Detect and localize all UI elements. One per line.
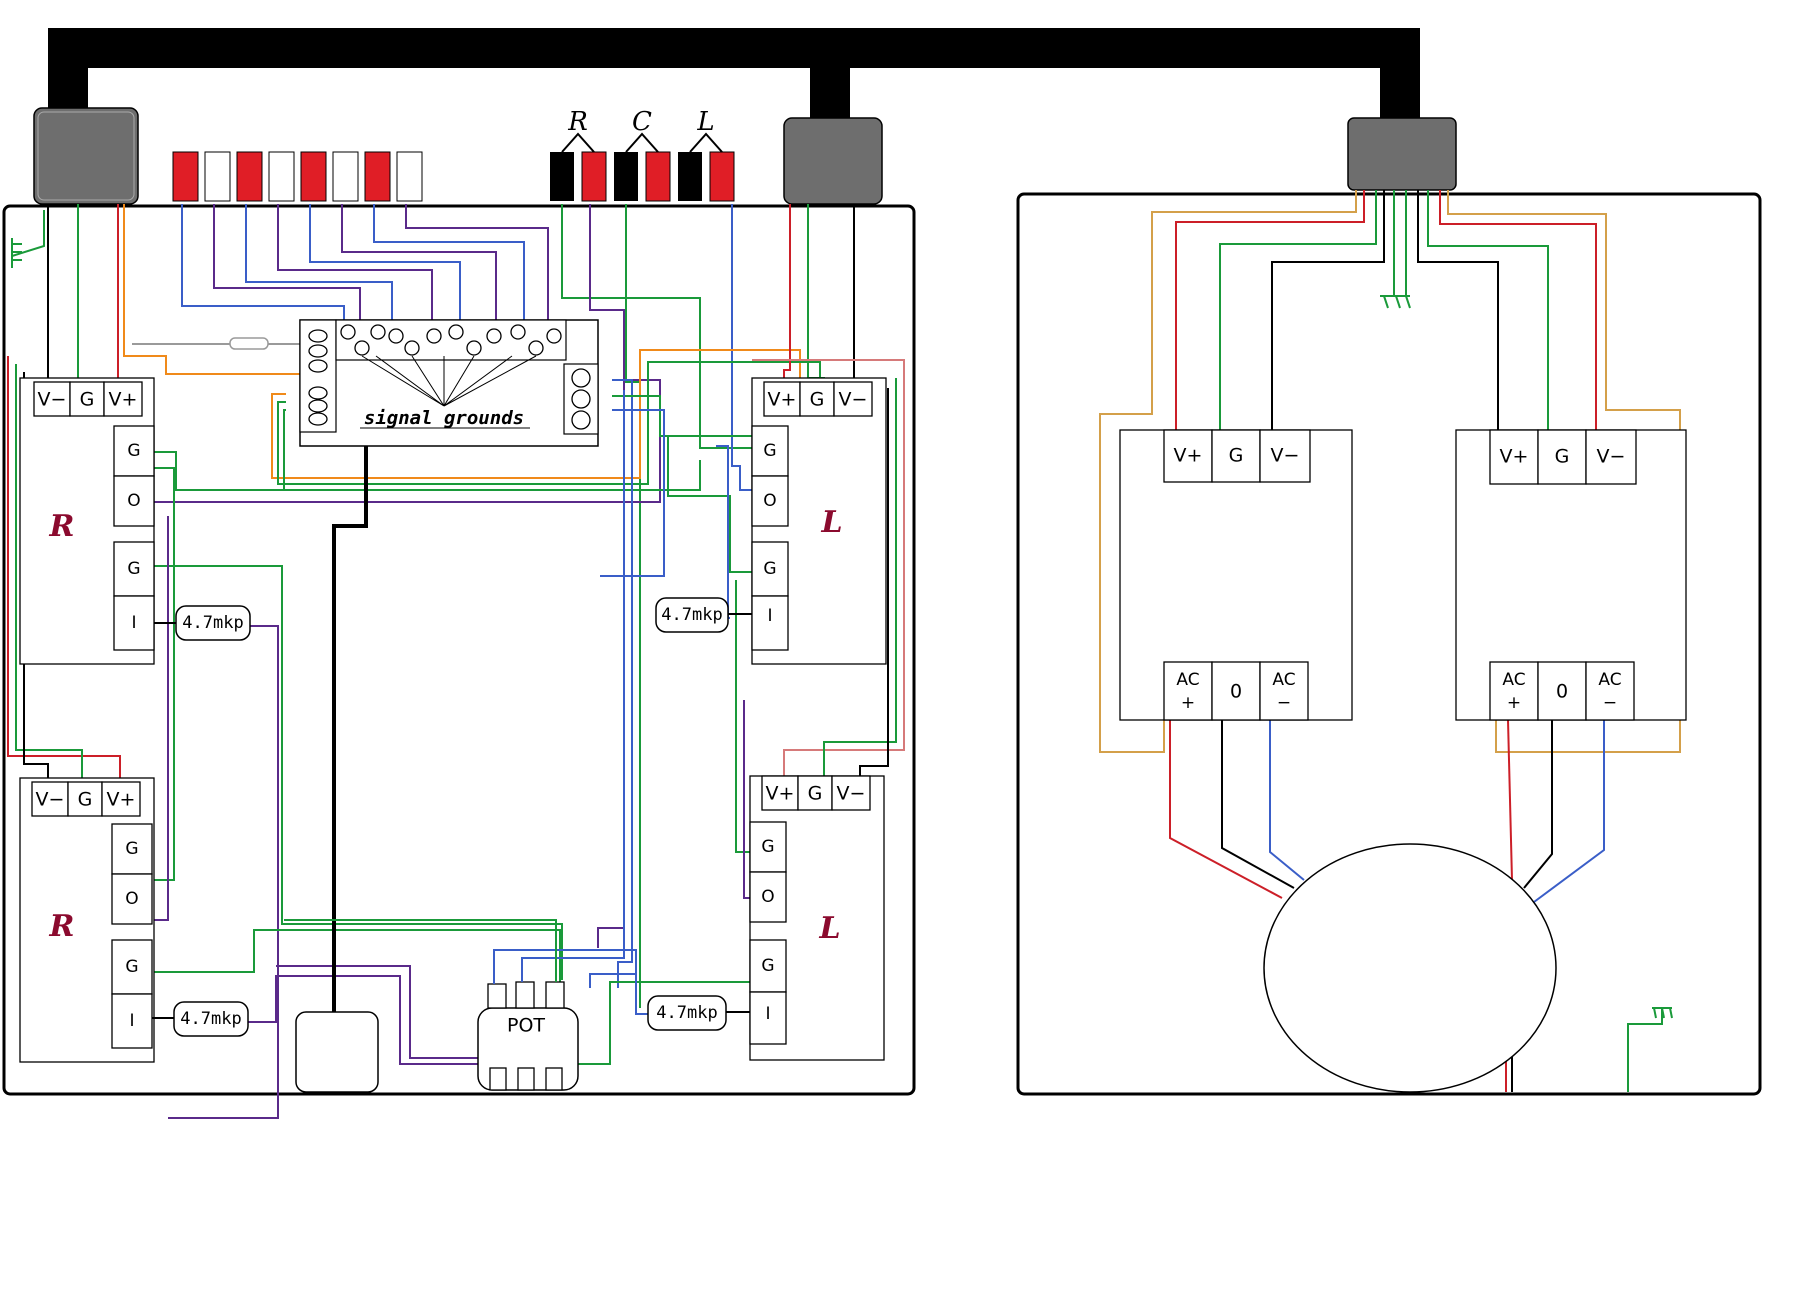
l1-term-o: O <box>763 491 776 511</box>
output-terminals: R C L <box>550 107 735 202</box>
top-cable <box>48 28 1420 120</box>
l1-term-i: I <box>767 606 772 626</box>
center-power-connector <box>783 117 883 205</box>
psu2-ac-minus-sign: − <box>1603 693 1617 713</box>
l1-term-g1: G <box>763 441 776 461</box>
r2-power-g: G <box>78 789 93 811</box>
psu-left: V+ G V− AC + 0 AC − <box>1119 429 1353 721</box>
module-r-top: V− G V+ G O G I R 4.7mkp <box>19 377 251 665</box>
l2-term-g2: G <box>761 956 774 976</box>
r1-term-o: O <box>127 491 140 511</box>
connector-label-c: C <box>632 107 652 137</box>
right-wiring <box>1099 190 1681 1092</box>
transformer <box>1263 843 1557 1093</box>
signal-grounds-board: signal grounds <box>299 319 599 447</box>
r2-channel-label: R <box>49 909 75 944</box>
r2-term-g2: G <box>125 957 138 977</box>
left-enclosure <box>2 204 916 1096</box>
l2-term-g1: G <box>761 837 774 857</box>
psu2-vplus: V+ <box>1500 446 1529 468</box>
psu1-ac-minus-sign: − <box>1277 693 1291 713</box>
psu1-ac-plus-sign: + <box>1181 693 1195 713</box>
psu1-ac-minus-label: AC <box>1272 670 1295 690</box>
psu2-g: G <box>1555 446 1570 468</box>
l2-capacitor: 4.7mkp <box>656 1003 717 1023</box>
l2-power-vminus: V− <box>837 783 866 805</box>
input-jacks <box>172 151 423 202</box>
l2-channel-label: L <box>818 911 840 946</box>
psu-right: V+ G V− AC + 0 AC − <box>1455 429 1687 721</box>
psu2-ac-minus-label: AC <box>1598 670 1621 690</box>
r2-term-i: I <box>129 1011 134 1031</box>
r2-capacitor: 4.7mkp <box>180 1009 241 1029</box>
l2-power-vplus: V+ <box>766 783 795 805</box>
signal-grounds-label: signal grounds <box>364 407 524 429</box>
r1-capacitor: 4.7mkp <box>182 613 243 633</box>
r1-term-g1: G <box>127 441 140 461</box>
r2-power-vminus: V− <box>36 789 65 811</box>
connector-label-r: R <box>567 107 588 137</box>
l1-term-g2: G <box>763 559 776 579</box>
connector-label-l: L <box>696 107 714 137</box>
psu1-ac-plus-label: AC <box>1176 670 1199 690</box>
potentiometer: POT <box>284 390 637 1091</box>
psu2-ac-plus-label: AC <box>1502 670 1525 690</box>
psu2-ac-plus-sign: + <box>1507 693 1521 713</box>
r1-power-vplus: V+ <box>109 389 138 411</box>
module-l-top: V+ G V− G O G I L 4.7mkp <box>655 377 887 665</box>
l1-capacitor: 4.7mkp <box>661 605 722 625</box>
l2-term-o: O <box>761 887 774 907</box>
r1-term-i: I <box>131 613 136 633</box>
r1-term-g2: G <box>127 559 140 579</box>
l1-channel-label: L <box>820 505 842 540</box>
psu2-zero: 0 <box>1556 681 1568 703</box>
l2-power-g: G <box>808 783 823 805</box>
r1-power-g: G <box>80 389 95 411</box>
r1-power-vminus: V− <box>38 389 67 411</box>
psu1-zero: 0 <box>1230 681 1242 703</box>
l1-power-vminus: V− <box>839 389 868 411</box>
module-r-bottom: V− G V+ G O G I R 4.7mkp <box>19 777 249 1063</box>
ground-lug-block <box>295 1011 379 1093</box>
psu1-vplus: V+ <box>1174 445 1203 467</box>
psu1-g: G <box>1229 445 1244 467</box>
l2-term-i: I <box>765 1004 770 1024</box>
right-power-connector <box>1347 117 1457 191</box>
r2-term-g1: G <box>125 839 138 859</box>
pot-label: POT <box>507 1015 545 1037</box>
r1-channel-label: R <box>49 509 75 544</box>
r2-term-o: O <box>125 889 138 909</box>
l1-power-vplus: V+ <box>768 389 797 411</box>
psu2-vminus: V− <box>1597 446 1626 468</box>
right-enclosure <box>1016 192 1762 1096</box>
r2-power-vplus: V+ <box>107 789 136 811</box>
l1-power-g: G <box>810 389 825 411</box>
left-power-connector <box>33 107 139 205</box>
module-l-bottom: V+ G V− G O G I L 4.7mkp <box>647 775 885 1061</box>
psu1-vminus: V− <box>1271 445 1300 467</box>
